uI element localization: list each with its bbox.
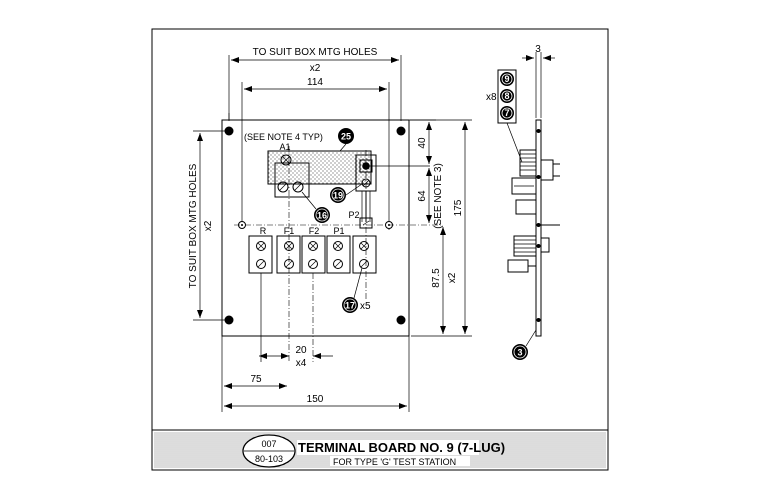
callout-8: 8 xyxy=(500,89,514,103)
dim-20-qty: x4 xyxy=(296,358,307,369)
callout-17-qty: x5 xyxy=(360,301,371,312)
callout-7: 7 xyxy=(500,106,514,120)
dim-150: 150 xyxy=(307,394,324,405)
lug-r-bottom xyxy=(256,259,266,269)
see-note-4: (SEE NOTE 4 TYP) xyxy=(244,132,323,142)
lug-r-top xyxy=(256,241,266,251)
see-note-3: (SEE NOTE 3) xyxy=(433,163,444,229)
drawing-subtitle: FOR TYPE 'G' TEST STATION xyxy=(333,457,456,467)
front-view: A1 P2 R F1 F2 P1 (SEE NOTE 4 TYP) 25 19 … xyxy=(188,47,472,412)
mounting-hole-top-right xyxy=(396,126,406,136)
dim-box-holes-top-qty: x2 xyxy=(310,63,321,74)
dim-box-holes-left-qty: x2 xyxy=(203,220,214,231)
terminal-r-label: R xyxy=(260,226,267,236)
terminal-strip xyxy=(248,235,377,274)
dim-64: 64 xyxy=(417,190,428,202)
dim-87-5: 87.5 xyxy=(431,268,442,288)
svg-text:9: 9 xyxy=(504,74,509,84)
terminal-a1-block xyxy=(274,162,310,198)
dim-40: 40 xyxy=(417,137,428,149)
callout-17: 17 xyxy=(342,297,358,313)
dim-114: 114 xyxy=(307,77,323,88)
terminal-a1-screw-right xyxy=(292,181,304,193)
svg-text:25: 25 xyxy=(341,132,351,142)
svg-text:17: 17 xyxy=(345,301,355,311)
svg-text:3: 3 xyxy=(517,348,522,358)
terminal-p2-label: P2 xyxy=(348,210,359,220)
terminal-f1-label: F1 xyxy=(284,226,295,236)
dim-box-holes-left: TO SUIT BOX MTG HOLES xyxy=(188,163,199,288)
svg-text:16: 16 xyxy=(317,211,327,221)
svg-text:8: 8 xyxy=(504,91,509,101)
callout-25: 25 xyxy=(338,128,354,144)
svg-text:19: 19 xyxy=(333,191,343,201)
callout-19: 19 xyxy=(330,187,346,203)
terminal-a1-label: A1 xyxy=(279,142,290,152)
callout-16: 16 xyxy=(314,207,330,223)
side-view: 3 9 8 7 x8 3 xyxy=(486,44,560,360)
dim-20: 20 xyxy=(295,345,307,356)
callout-987-qty: x8 xyxy=(486,92,497,103)
terminal-p1-label: P1 xyxy=(333,226,344,236)
mounting-hole-top-left xyxy=(224,126,234,136)
callout-9: 9 xyxy=(500,72,514,86)
drawing-border xyxy=(151,28,609,471)
dim-thickness-3: 3 xyxy=(535,44,541,55)
mounting-hole-bottom-left xyxy=(224,315,234,325)
title-block: 007 80-103 TERMINAL BOARD NO. 9 (7-LUG) … xyxy=(152,429,608,468)
drawing-number: 007 xyxy=(261,439,276,449)
board-edge xyxy=(535,119,542,337)
callout-3: 3 xyxy=(512,344,528,360)
reference-number: 80-103 xyxy=(255,454,283,464)
drawing-title: TERMINAL BOARD NO. 9 (7-LUG) xyxy=(298,440,505,455)
terminal-a1-screw-left xyxy=(277,181,289,193)
dim-175: 175 xyxy=(453,199,464,216)
board-outline xyxy=(221,119,410,337)
dim-87-5-qty: x2 xyxy=(447,272,458,283)
svg-text:7: 7 xyxy=(504,108,509,118)
dim-75: 75 xyxy=(250,374,262,385)
mounting-hole-bottom-right xyxy=(396,315,406,325)
dim-box-holes-top: TO SUIT BOX MTG HOLES xyxy=(253,47,378,58)
terminal-f2-label: F2 xyxy=(309,226,320,236)
shield-plate xyxy=(267,150,372,185)
